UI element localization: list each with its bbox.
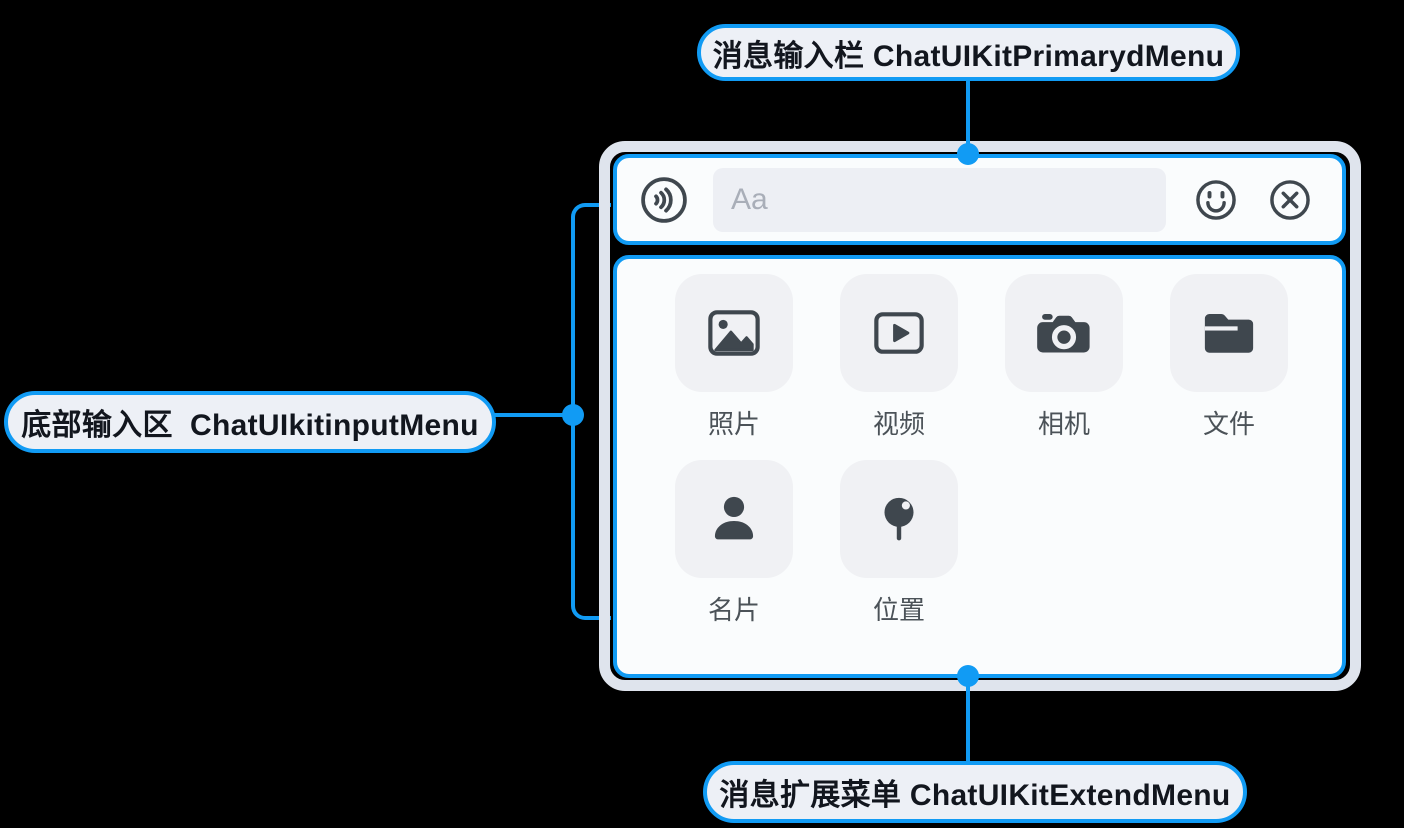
menu-item-label: 位置 [872, 595, 925, 625]
primary-menu-bar [613, 154, 1346, 245]
menu-item-photo[interactable]: 照片 [675, 274, 793, 439]
annotation-extend-menu: 消息扩展菜单 ChatUIKitExtendMenu [703, 761, 1247, 823]
location-pin-icon [884, 497, 914, 541]
emoji-button[interactable] [1194, 178, 1238, 222]
photo-tile [675, 274, 793, 392]
connector-dot-top [957, 143, 979, 165]
smiley-face-icon [1196, 179, 1236, 220]
annotation-primary-menu-label: 消息输入栏 ChatUIKitPrimarydMenu [712, 39, 1225, 73]
camera-icon [1037, 314, 1090, 353]
video-icon [874, 312, 924, 354]
voice-waves-icon [641, 176, 687, 223]
connector-line-bottom [966, 678, 970, 763]
menu-item-label: 照片 [707, 409, 760, 439]
voice-button[interactable] [639, 175, 689, 225]
connector-line-top [966, 79, 970, 149]
close-circle-icon [1270, 179, 1310, 220]
annotation-primary-menu: 消息输入栏 ChatUIKitPrimarydMenu [697, 24, 1240, 81]
menu-item-video[interactable]: 视频 [840, 274, 958, 439]
video-tile [840, 274, 958, 392]
camera-tile [1005, 274, 1123, 392]
file-tile [1170, 274, 1288, 392]
message-input[interactable] [713, 167, 1166, 232]
menu-item-label: 名片 [707, 595, 760, 625]
contact-card-icon [714, 496, 754, 540]
photo-icon [708, 310, 760, 356]
annotation-input-area-label: 底部输入区 ChatUIkitinputMenu [21, 409, 479, 442]
contact-tile [675, 460, 793, 578]
menu-item-camera[interactable]: 相机 [1005, 274, 1123, 439]
panel-outline [599, 141, 1361, 691]
file-folder-icon [1204, 314, 1254, 353]
menu-item-file[interactable]: 文件 [1170, 274, 1288, 439]
connector-dot-bottom [957, 665, 979, 687]
menu-item-label: 视频 [872, 409, 925, 439]
extend-menu: 照片 视频 相机 文件 [613, 255, 1346, 678]
menu-item-label: 相机 [1037, 409, 1090, 439]
annotation-extend-menu-label: 消息扩展菜单 ChatUIKitExtendMenu [719, 779, 1231, 812]
connector-dot-left [562, 404, 584, 426]
annotation-input-area: 底部输入区 ChatUIkitinputMenu [4, 391, 496, 453]
menu-item-contact[interactable]: 名片 [675, 460, 793, 625]
connector-line-left [492, 413, 574, 417]
location-tile [840, 460, 958, 578]
close-button[interactable] [1268, 178, 1312, 222]
menu-item-location[interactable]: 位置 [840, 460, 958, 625]
menu-item-label: 文件 [1202, 409, 1255, 439]
